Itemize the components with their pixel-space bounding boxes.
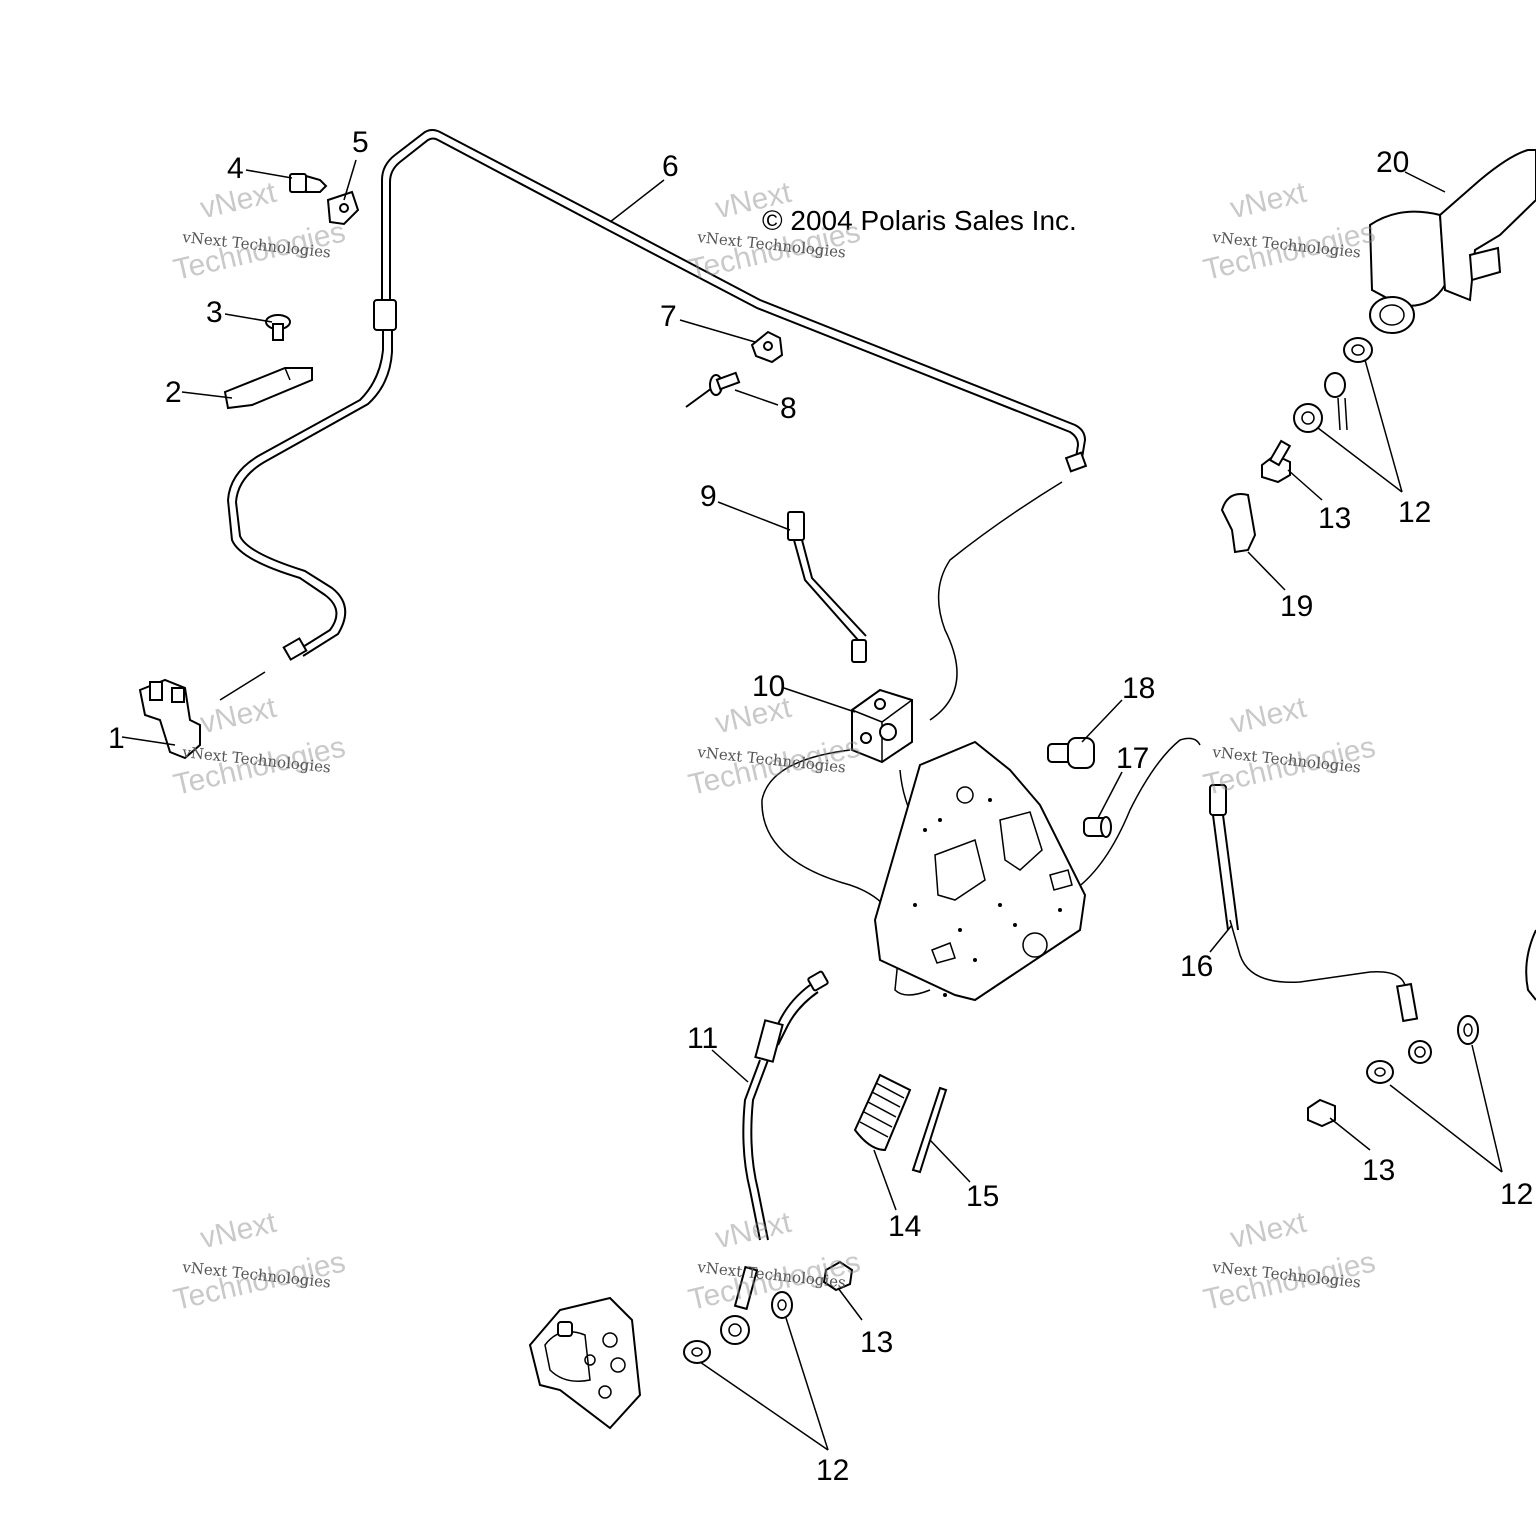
callout-14: 14 (888, 1210, 921, 1243)
part-6-brake-line (381, 129, 1088, 473)
watermark-brand: vNext (1227, 691, 1310, 741)
part-4-bolt (289, 173, 328, 193)
part-11-line (742, 970, 829, 1241)
callout-18: 18 (1122, 672, 1155, 705)
callout-12-upper-right: 12 (1398, 496, 1431, 529)
callout-11: 11 (687, 1022, 718, 1055)
callout-13-lower-right: 13 (1362, 1154, 1395, 1187)
callout-10: 10 (752, 670, 785, 703)
callout-6: 6 (662, 150, 679, 183)
part-19-knob (1220, 493, 1257, 554)
part-17-plug (1083, 816, 1112, 838)
watermark-brand: vNext (1227, 1206, 1310, 1256)
part-16-hose (1209, 784, 1239, 931)
watermark-mid-center: vNext Technologies vNext Technologies (685, 691, 863, 802)
pedal-bracket-plate (873, 740, 1087, 1002)
right-edge-part (1525, 929, 1536, 1001)
part-10-junction-block (851, 688, 913, 764)
part-9-line (787, 511, 867, 663)
part-7-clamp (750, 330, 784, 364)
part-3-screw (265, 314, 291, 341)
callout-4: 4 (227, 152, 244, 185)
part-1-valve (138, 678, 201, 760)
callout-labels: 1 2 3 4 5 6 7 8 9 10 11 12 12 12 13 13 1… (108, 126, 1533, 1487)
callout-5: 5 (352, 126, 369, 159)
watermark-mid-right: vNext Technologies vNext Technologies (1200, 691, 1378, 802)
watermark-top-right: vNext Technologies vNext Technologies (1200, 176, 1378, 287)
callout-3: 3 (206, 296, 223, 329)
callout-8: 8 (780, 392, 797, 425)
watermark-brand: vNext (197, 691, 280, 741)
callout-12-lower-right: 12 (1500, 1178, 1533, 1211)
watermark-bottom-left: vNext Technologies vNext Technologies (170, 1206, 348, 1317)
part-14-spring (853, 1073, 912, 1152)
watermark-bottom-right: vNext Technologies vNext Technologies (1200, 1206, 1378, 1317)
part-15-pin (911, 1086, 948, 1174)
part-18-cap (1047, 737, 1095, 769)
callout-13-bottom: 13 (860, 1326, 893, 1359)
watermark-brand: vNext (712, 1206, 795, 1256)
callout-9: 9 (700, 480, 717, 513)
leader-lines (121, 159, 1503, 1451)
part-1-hose (219, 299, 397, 701)
lower-banjo-fitting (683, 1260, 854, 1364)
callout-16: 16 (1180, 950, 1213, 983)
callout-15: 15 (966, 1180, 999, 1213)
watermark-brand: vNext (712, 691, 795, 741)
watermark-brand: vNext (197, 1206, 280, 1256)
watermark-brand: vNext (1227, 176, 1310, 226)
callout-2: 2 (165, 376, 182, 409)
caliper-assembly (528, 1296, 642, 1430)
part-5-clip (326, 190, 360, 226)
watermark-brand: vNext (197, 176, 280, 226)
callout-12-bottom: 12 (816, 1454, 849, 1487)
callout-20: 20 (1376, 146, 1409, 179)
part-2-bracket (223, 367, 313, 410)
callout-7: 7 (660, 300, 677, 333)
part-8-rivet (685, 371, 741, 408)
callout-19: 19 (1280, 590, 1313, 623)
callout-13-upper-right: 13 (1318, 502, 1351, 535)
callout-17: 17 (1116, 742, 1149, 775)
watermark-bottom-center: vNext Technologies vNext Technologies (685, 1206, 863, 1317)
callout-1: 1 (108, 722, 125, 755)
part-20-master-cylinder (1368, 149, 1536, 334)
right-banjo-fitting (1307, 982, 1479, 1128)
upper-right-fittings (1261, 337, 1373, 484)
copyright-text: © 2004 Polaris Sales Inc. (762, 205, 1077, 236)
